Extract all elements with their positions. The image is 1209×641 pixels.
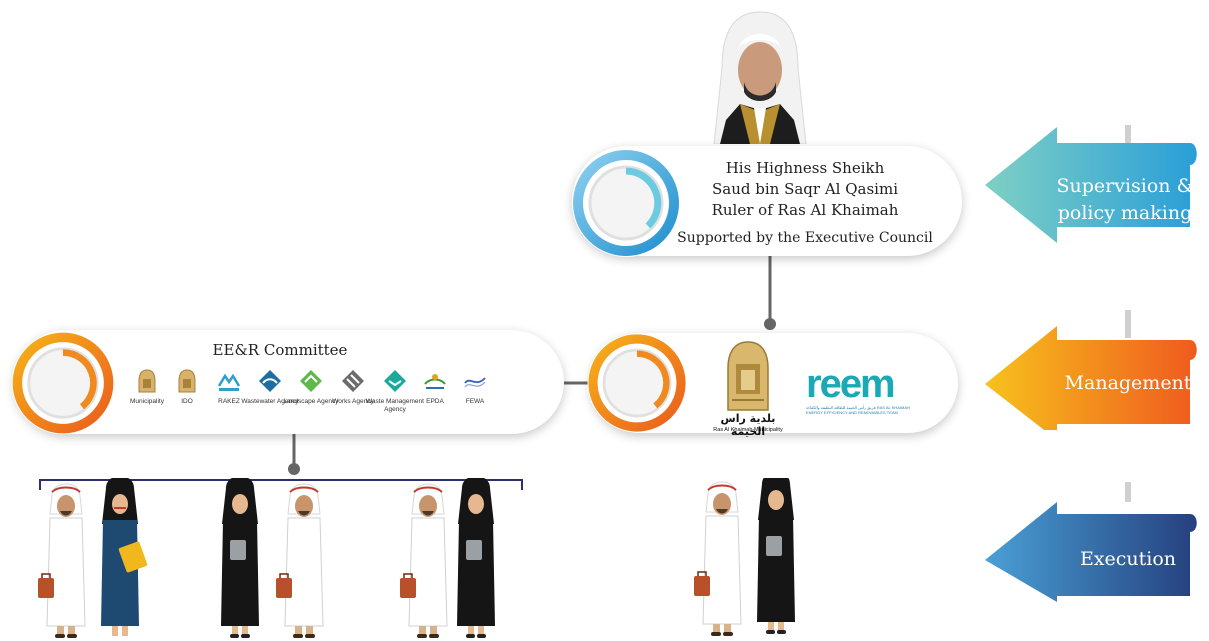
ruler-line-2: Saud bin Saqr Al Qasimi	[712, 180, 898, 198]
management-ring-icon	[587, 333, 687, 433]
execution-arrow	[985, 482, 1197, 602]
logo-label: Landscape Agency	[283, 398, 339, 405]
logo-label: Works Agency	[332, 398, 374, 405]
supervision-label-line-1: Supervision &	[1056, 175, 1194, 197]
logo-label: Wastewater Agency	[241, 398, 299, 405]
ruler-title: His Highness Sheikh Saud bin Saqr Al Qas…	[660, 158, 950, 221]
committee-title: EE&R Committee	[212, 341, 348, 359]
logo-label: IDO	[181, 398, 193, 405]
logo-municipality: Municipality	[118, 368, 176, 406]
reem-logo: reem	[806, 362, 896, 406]
execution-team-illustrations	[37, 478, 795, 639]
supervision-label: Supervision & policy making	[1040, 173, 1209, 227]
man-figure	[693, 481, 742, 637]
execution-label: Execution	[1079, 548, 1177, 570]
logo-works-agency: Works Agency	[324, 368, 382, 406]
supervision-arrow	[985, 125, 1197, 243]
logo-label: FEWA	[465, 398, 485, 405]
logo-label: RAKEZ	[218, 398, 240, 405]
logo-epda: EPDA	[406, 368, 464, 406]
management-label: Management	[1064, 372, 1192, 394]
logo-landscape-agency: Landscape Agency	[282, 368, 340, 406]
logo-wastewater-agency: Wastewater Agency	[241, 368, 299, 406]
man-figure	[275, 483, 324, 639]
logo-fewa: FEWA	[446, 368, 504, 406]
reem-subtitle: فريق رأس الخيمة للطاقة النظيفة والكفاءة …	[806, 405, 910, 415]
logo-label: EPDA	[426, 398, 444, 405]
supervision-label-line-2: policy making	[1057, 202, 1193, 224]
ruler-portrait	[700, 8, 820, 145]
team-bracket	[39, 479, 523, 490]
committee-ring-icon	[11, 331, 115, 435]
executive-council-text: Supported by the Executive Council	[677, 230, 933, 246]
man-figure	[399, 483, 448, 639]
management-arrow	[985, 310, 1197, 430]
logo-label: Municipality	[130, 398, 164, 405]
woman-figure	[221, 478, 259, 638]
rak-municipality-english: Ras Al Khaimah Municipality	[713, 427, 783, 433]
woman-figure	[100, 478, 149, 637]
connector-dot	[288, 463, 300, 475]
rak-municipality-arabic: بلدية راس الخيمة	[720, 412, 776, 438]
logo-rakez: RAKEZ	[200, 368, 258, 406]
ruler-line-1: His Highness Sheikh	[725, 159, 885, 177]
woman-figure	[457, 478, 495, 638]
logo-label: Waste Management Agency	[366, 398, 424, 413]
woman-figure	[757, 478, 795, 634]
ruler-line-3: Ruler of Ras Al Khaimah	[711, 201, 899, 219]
logo-ido: IDO	[158, 368, 216, 406]
logo-waste-management-agency: Waste Management Agency	[366, 368, 424, 414]
ruler-ring-icon	[572, 149, 680, 257]
connector-dot	[764, 318, 776, 330]
man-figure	[37, 483, 86, 639]
rak-municipality-emblem	[727, 341, 769, 411]
